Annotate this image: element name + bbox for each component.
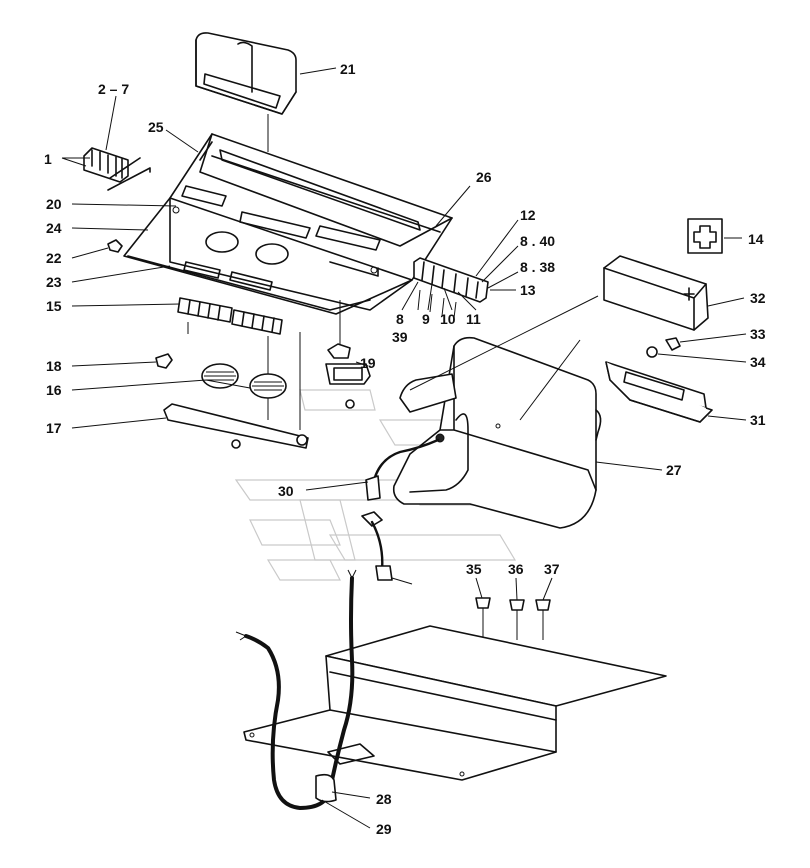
- callout-30: 30: [278, 483, 294, 499]
- callout-24: 24: [46, 220, 62, 236]
- callout-20: 20: [46, 196, 62, 212]
- part-35-37-bolts: [475, 597, 551, 640]
- part-30-connectors: [361, 438, 440, 585]
- part-32-first-aid-box: [603, 255, 709, 331]
- part-12-switch-cluster: [413, 257, 489, 319]
- callout-16: 16: [46, 382, 62, 398]
- callout-9: 9: [422, 311, 430, 327]
- callout-35: 35: [466, 561, 482, 577]
- part-27-housing: [392, 336, 602, 529]
- part-17-rod: [163, 403, 309, 449]
- callout-8-40: 8 . 40: [520, 233, 555, 249]
- part-33-knob: [646, 337, 681, 358]
- part-base-plate: [243, 625, 667, 781]
- callout-25: 25: [148, 119, 164, 135]
- callout-34: 34: [750, 354, 766, 370]
- part-22-bolt: [107, 239, 123, 253]
- callout-8: 8: [396, 311, 404, 327]
- part-15-vent-louvers: [177, 297, 301, 430]
- part-24-dash-panel: [123, 133, 453, 315]
- callout-14: 14: [748, 231, 764, 247]
- callout-22: 22: [46, 250, 62, 266]
- part-19-lamp: [325, 300, 371, 409]
- callout-31: 31: [750, 412, 766, 428]
- callout-10: 10: [440, 311, 456, 327]
- callout-8-38: 8 . 38: [520, 259, 555, 275]
- callout-28: 28: [376, 791, 392, 807]
- callout-36: 36: [508, 561, 524, 577]
- part-1-switch-block: [83, 147, 151, 191]
- callout-26: 26: [476, 169, 492, 185]
- part-31-tray: [605, 361, 713, 423]
- callout-13: 13: [520, 282, 536, 298]
- callout-37: 37: [544, 561, 560, 577]
- callout-21: 21: [340, 61, 356, 77]
- callout-23: 23: [46, 274, 62, 290]
- callout-18: 18: [46, 358, 62, 374]
- callout-19: 19: [360, 355, 376, 371]
- callout-2-7: 2 – 7: [98, 81, 129, 97]
- callout-27: 27: [666, 462, 682, 478]
- callout-12: 12: [520, 207, 536, 223]
- part-18-clip: [155, 353, 173, 369]
- callout-17: 17: [46, 420, 62, 436]
- callout-32: 32: [750, 290, 766, 306]
- callout-labels: 1 2 – 7 25 21 20 24 22 23 15 18 16 17 26…: [44, 61, 766, 837]
- part-16-speaker-grilles: [201, 363, 287, 399]
- part-21-console-box: [195, 32, 297, 115]
- callout-29: 29: [376, 821, 392, 837]
- part-14-first-aid-label: [687, 218, 723, 254]
- callout-15: 15: [46, 298, 62, 314]
- callout-1: 1: [44, 151, 52, 167]
- callout-39: 39: [392, 329, 408, 345]
- callout-33: 33: [750, 326, 766, 342]
- part-28-cable: [235, 569, 357, 810]
- leader-lines: [61, 67, 747, 829]
- callout-11: 11: [466, 311, 481, 327]
